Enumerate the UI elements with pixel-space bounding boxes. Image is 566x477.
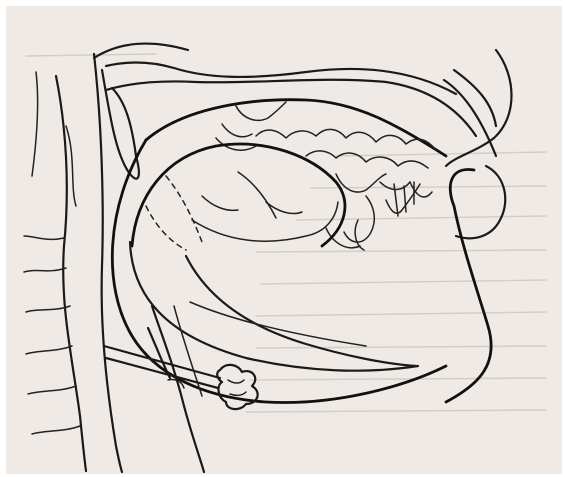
palate: [146, 100, 446, 156]
lips-and-chin: [446, 166, 505, 402]
nose: [444, 50, 512, 166]
velum-dashed-position: [146, 176, 202, 250]
upper-teeth: [256, 129, 436, 192]
anatomical-line-drawing-photo: [6, 6, 562, 474]
sagittal-head-drawing: [6, 6, 562, 474]
larynx: [152, 306, 204, 472]
cervical-spine: [24, 54, 122, 472]
tongue: [130, 144, 418, 371]
probe-tip-object: [217, 365, 257, 409]
